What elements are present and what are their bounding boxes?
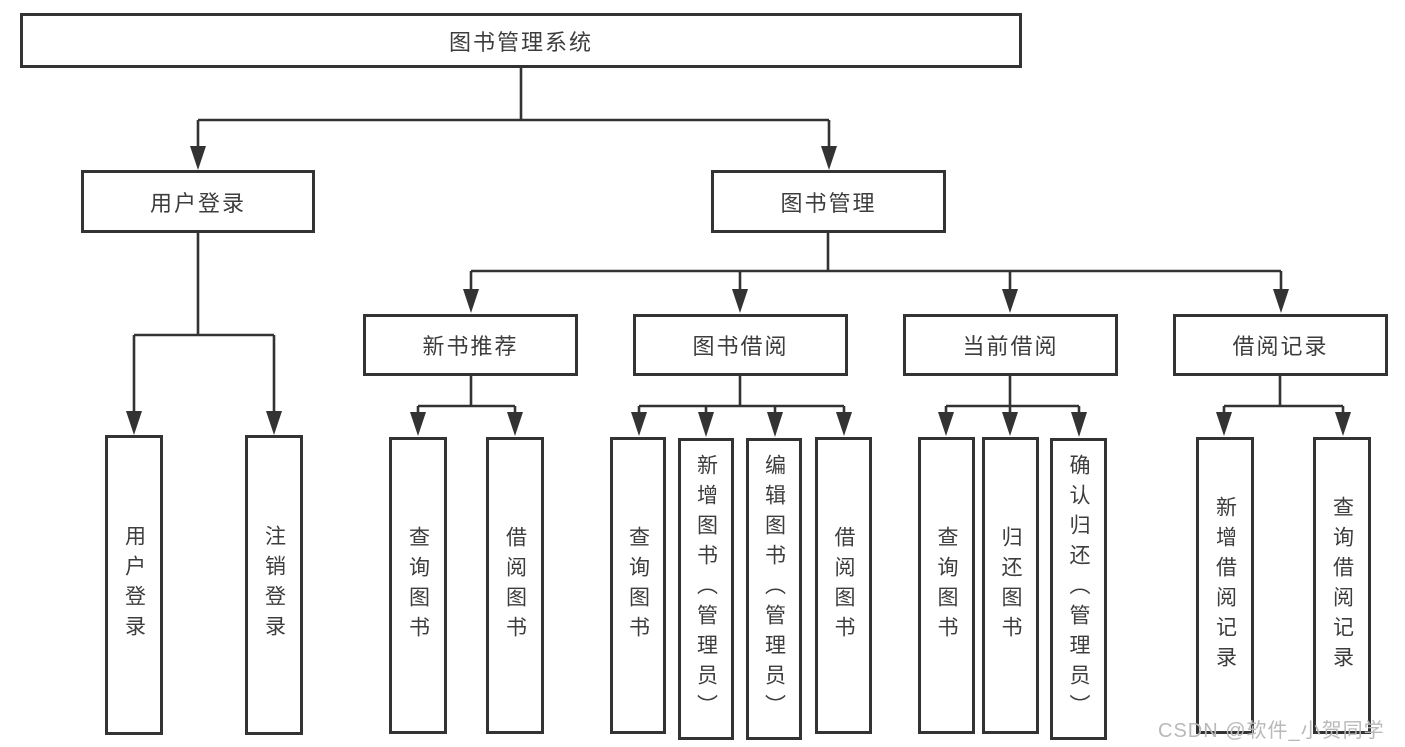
node-label: 借阅记录 — [1232, 334, 1329, 359]
leaf-records-add-record: 新增借阅记录 — [1196, 437, 1254, 734]
leaf-label: 用户登录 — [122, 525, 146, 645]
leaf-label: 查询图书 — [406, 525, 430, 646]
leaf-user-login: 用户登录 — [105, 435, 163, 735]
node-new-book-recommend: 新书推荐 — [363, 314, 578, 376]
leaf-label: 查询图书 — [626, 525, 650, 646]
leaf-recommend-query-books: 查询图书 — [389, 437, 447, 734]
node-label: 图书管理系统 — [448, 29, 593, 55]
node-library-management-system: 图书管理系统 — [20, 13, 1022, 68]
leaf-label: 归还图书 — [999, 525, 1022, 646]
leaf-label: 查询图书 — [935, 525, 958, 646]
leaf-borrow-edit-books-admin: 编辑图书（管理员） — [746, 438, 802, 740]
node-book-borrow: 图书借阅 — [633, 314, 848, 376]
node-label: 新书推荐 — [422, 334, 519, 359]
leaf-current-return-books: 归还图书 — [982, 437, 1039, 734]
leaf-label: 借阅图书 — [503, 525, 527, 646]
leaf-label: 确认归还（管理员） — [1067, 454, 1090, 724]
node-user-login: 用户登录 — [81, 170, 315, 233]
node-current-borrow: 当前借阅 — [903, 314, 1118, 376]
leaf-current-confirm-return-admin: 确认归还（管理员） — [1050, 438, 1107, 740]
node-label: 用户登录 — [149, 190, 246, 216]
leaf-label: 查询借阅记录 — [1330, 495, 1354, 676]
leaf-borrow-add-books-admin: 新增图书（管理员） — [678, 438, 734, 740]
leaf-logout: 注销登录 — [245, 435, 303, 735]
csdn-watermark: CSDN @软件_小贺同学 — [1158, 720, 1385, 742]
node-book-management: 图书管理 — [711, 170, 946, 233]
node-label: 图书借阅 — [692, 334, 789, 359]
leaf-label: 新增图书（管理员） — [694, 454, 718, 724]
node-label: 图书管理 — [780, 190, 877, 216]
leaf-records-query-record: 查询借阅记录 — [1313, 437, 1371, 734]
leaf-borrow-query-books: 查询图书 — [610, 437, 666, 734]
leaf-label: 借阅图书 — [832, 525, 855, 646]
leaf-label: 编辑图书（管理员） — [762, 454, 786, 724]
node-borrow-records: 借阅记录 — [1173, 314, 1388, 376]
leaf-recommend-borrow-books: 借阅图书 — [486, 437, 544, 734]
leaf-label: 新增借阅记录 — [1213, 495, 1237, 676]
leaf-borrow-borrow-books: 借阅图书 — [815, 437, 872, 734]
leaf-label: 注销登录 — [262, 525, 286, 645]
leaf-current-query-books: 查询图书 — [918, 437, 975, 734]
node-label: 当前借阅 — [962, 334, 1059, 359]
